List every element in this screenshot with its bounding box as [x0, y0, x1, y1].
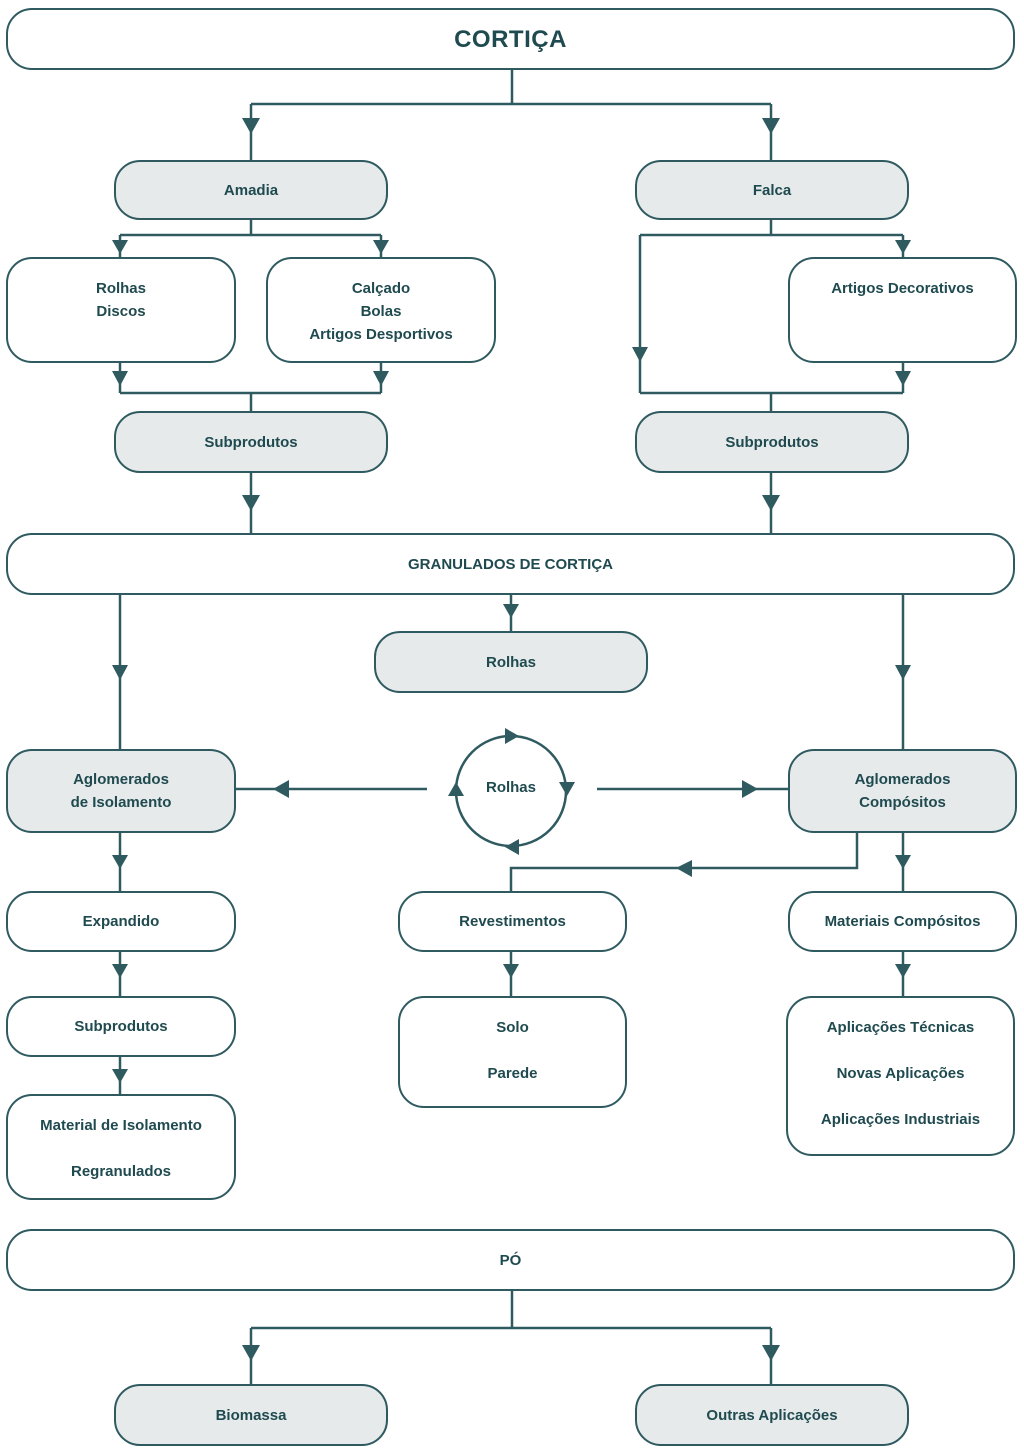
node-text-line: Artigos Desportivos	[309, 326, 453, 343]
arrow-cycle-left-side	[448, 782, 464, 796]
arrow-subprodutos-right	[762, 495, 780, 511]
node-text-line: Parede	[487, 1065, 538, 1082]
node-materiais-compositos-label: Materiais Compósitos	[824, 913, 981, 930]
node-rolhas-discos: Rolhas Discos	[6, 257, 236, 363]
arrow-cycle-right-side	[559, 782, 575, 796]
node-outras-aplicacoes: Outras Aplicações	[635, 1384, 909, 1446]
node-biomassa: Biomassa	[114, 1384, 388, 1446]
node-granulados-label: GRANULADOS DE CORTIÇA	[408, 555, 613, 573]
arrow-granulados-rolhas	[503, 604, 519, 618]
node-text-line: Rolhas	[95, 280, 146, 297]
node-aglomerados-compositos: Aglomerados Compósitos	[788, 749, 1017, 833]
arrow-outras	[762, 1345, 780, 1361]
arrow-amadia-merge-right	[373, 371, 389, 386]
arrow-falca-bypass	[632, 347, 648, 362]
node-subprodutos-right-label: Subprodutos	[725, 433, 819, 451]
arrow-artigos-decorativos	[895, 240, 911, 254]
node-aplicacoes: Aplicações Técnicas Novas Aplicações Apl…	[786, 996, 1015, 1156]
node-text-line: Regranulados	[70, 1163, 172, 1180]
arrow-amadia	[242, 118, 260, 134]
connector-lines	[118, 70, 905, 1384]
arrow-granulados-right	[895, 665, 911, 680]
node-solo-parede: Solo Parede	[398, 996, 627, 1108]
connector-po-split	[249, 1291, 773, 1384]
node-subprodutos-left: Subprodutos	[114, 411, 388, 473]
arrow-amadia-merge-left	[112, 371, 128, 386]
connector-cortica-split	[249, 70, 773, 160]
connector-falca-merge	[640, 362, 905, 411]
node-revestimentos-label: Revestimentos	[459, 913, 566, 930]
arrowheads	[112, 118, 911, 1361]
node-artigos-decorativos: Artigos Decorativos	[788, 257, 1017, 363]
node-biomassa-label: Biomassa	[215, 1406, 287, 1424]
node-text-line: Artigos Decorativos	[831, 280, 974, 297]
node-subprodutos-right: Subprodutos	[635, 411, 909, 473]
arrow-subprodutos-left	[242, 495, 260, 511]
node-expandido-label: Expandido	[82, 913, 160, 930]
node-cortica-label: CORTIÇA	[454, 25, 567, 53]
connector-falca-split	[638, 220, 905, 393]
arrow-cycle-right	[742, 780, 758, 798]
arrow-isolamento	[112, 855, 128, 869]
node-aglomerados-isolamento: Aglomerados de Isolamento	[6, 749, 236, 833]
node-po: PÓ	[6, 1229, 1015, 1291]
node-calcado-bolas: Calçado Bolas Artigos Desportivos	[266, 257, 496, 363]
node-amadia-label: Amadia	[223, 181, 279, 199]
node-material-isolamento: Material de Isolamento Regranulados	[6, 1094, 236, 1200]
arrow-cycle-bottom	[505, 839, 519, 855]
node-subprodutos-lower-label: Subprodutos	[74, 1018, 168, 1035]
connector-compositos-revestimentos	[509, 833, 859, 891]
node-granulados: GRANULADOS DE CORTIÇA	[6, 533, 1015, 595]
connector-amadia-split	[118, 220, 383, 257]
node-text-line: Aplicações Técnicas	[826, 1019, 975, 1036]
node-text-line: Solo	[496, 1019, 529, 1036]
node-text-line: Material de Isolamento	[40, 1117, 202, 1134]
arrow-falca	[762, 118, 780, 134]
arrow-granulados-left	[112, 665, 128, 680]
node-subprodutos-lower: Subprodutos	[6, 996, 236, 1057]
node-subprodutos-left-label: Subprodutos	[204, 433, 298, 451]
arrow-calcado	[373, 240, 389, 254]
arrow-revestimentos	[503, 964, 519, 978]
node-text-line: Calçado	[351, 280, 411, 297]
node-text-line: Discos	[96, 303, 146, 320]
node-text-line: Bolas	[360, 303, 402, 320]
node-text-line: Aplicações Industriais	[820, 1111, 981, 1128]
rolhas-cycle-label: Rolhas	[485, 779, 536, 796]
node-amadia: Amadia	[114, 160, 388, 220]
node-text-line: Aglomerados	[73, 771, 169, 788]
node-materiais-compositos: Materiais Compósitos	[788, 891, 1017, 952]
arrow-compositos	[895, 855, 911, 869]
arrow-rolhas-discos	[112, 240, 128, 254]
node-expandido: Expandido	[6, 891, 236, 952]
node-rolhas-top: Rolhas	[374, 631, 648, 693]
node-text-line: Novas Aplicações	[836, 1065, 965, 1082]
connector-amadia-merge	[118, 362, 383, 411]
node-po-label: PÓ	[499, 1251, 522, 1269]
arrow-falca-merge	[895, 371, 911, 386]
node-outras-aplicacoes-label: Outras Aplicações	[706, 1406, 838, 1424]
node-cortica: CORTIÇA	[6, 8, 1015, 70]
node-falca-label: Falca	[752, 181, 792, 199]
node-rolhas-top-label: Rolhas	[485, 653, 536, 671]
arrow-materiais	[895, 964, 911, 978]
arrow-subprodutos-lower	[112, 1069, 128, 1083]
node-falca: Falca	[635, 160, 909, 220]
node-revestimentos: Revestimentos	[398, 891, 627, 952]
arrow-to-revestimentos	[676, 860, 692, 877]
arrow-cycle-left	[273, 780, 289, 798]
node-text-line: de Isolamento	[70, 794, 172, 811]
node-text-line: Aglomerados	[854, 771, 951, 788]
node-text-line: Compósitos	[859, 794, 946, 811]
arrow-cycle-top	[505, 728, 519, 744]
arrow-expandido	[112, 964, 128, 978]
arrow-biomassa	[242, 1345, 260, 1361]
